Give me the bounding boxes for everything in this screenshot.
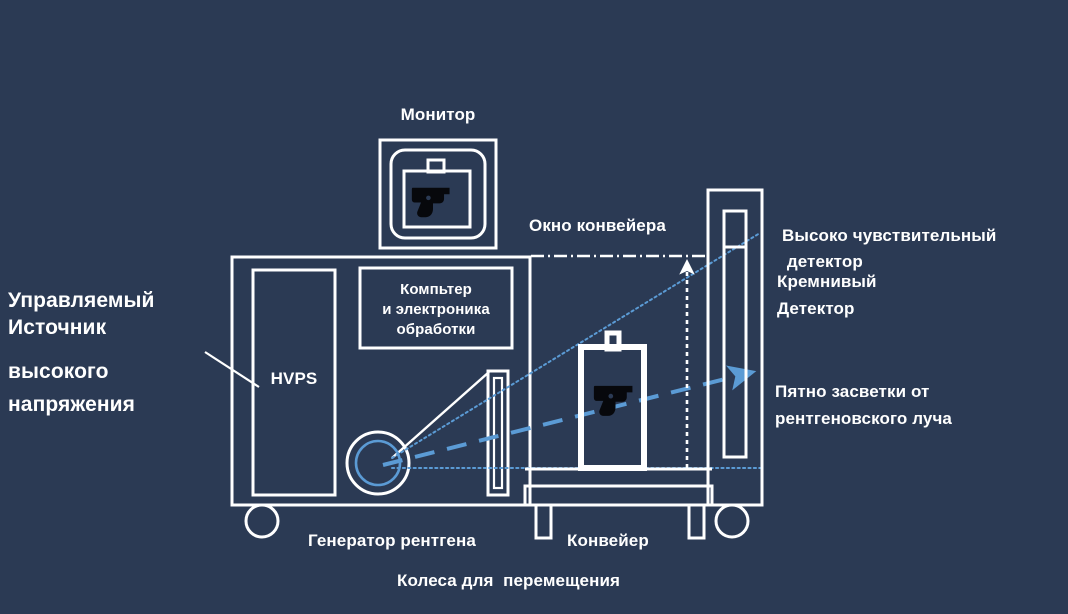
pistol-icon [593, 385, 633, 416]
label-silicon-line2: Детектор [777, 299, 855, 318]
xray-generator-assembly [345, 369, 510, 497]
monitor-unit [378, 138, 498, 250]
label-conveyor-window: Окно конвейера [529, 216, 666, 235]
label-detector-line1: Высоко чувствительный [782, 226, 997, 245]
wheel-left [244, 503, 280, 539]
label-generator: Генератор рентгена [308, 531, 476, 550]
xray-source-circle [345, 430, 411, 496]
pistol-icon [411, 187, 450, 218]
computer-electronics-box [358, 266, 514, 350]
conveyor-window-group [531, 254, 708, 468]
label-hv-source-line3: высокого [8, 360, 109, 383]
label-computer-line2: и электроника [382, 301, 490, 318]
detector-sensor-array [722, 209, 748, 459]
beam-ray-upper [391, 232, 761, 459]
label-hvps: HVPS [270, 369, 318, 388]
label-spot-line1: Пятно засветки от [775, 382, 930, 401]
label-silicon-line1: Кремнивый [777, 272, 877, 291]
monitor-bag-body [402, 169, 472, 229]
label-hv-source-line2: Источник [8, 316, 107, 339]
conveyor-base-bar [523, 484, 714, 507]
monitor-outer-case [378, 138, 498, 250]
label-hv-source-line1: Управляемый [8, 289, 155, 312]
label-detector-line2: детектор [782, 252, 863, 271]
conveyor-leg-right [687, 505, 706, 540]
label-monitor: Монитор [400, 105, 476, 124]
collimator-cone-upper-edge [391, 371, 490, 459]
label-computer-line3: обработки [396, 321, 476, 338]
collimator-outer [486, 369, 510, 497]
beam-ray-central [382, 365, 757, 467]
conveyor-leg-left [534, 505, 553, 540]
hv-source-leader-line [204, 351, 260, 388]
collimator-slot [492, 376, 504, 490]
label-hv-source-line4: напряжения [8, 393, 135, 416]
wheel-right [714, 503, 750, 539]
label-spot-line2: рентгеновского луча [775, 409, 952, 428]
baggage-item-group [578, 330, 647, 471]
wheels-group [244, 503, 750, 539]
label-computer-line1: Компьтер [400, 281, 472, 298]
xray-source-inner-circle [354, 439, 402, 487]
monitor-bezel [389, 148, 487, 240]
conveyor-assembly [523, 467, 714, 540]
label-wheels: Колеса для перемещения [397, 571, 621, 590]
label-conveyor: Конвейер [567, 531, 649, 550]
